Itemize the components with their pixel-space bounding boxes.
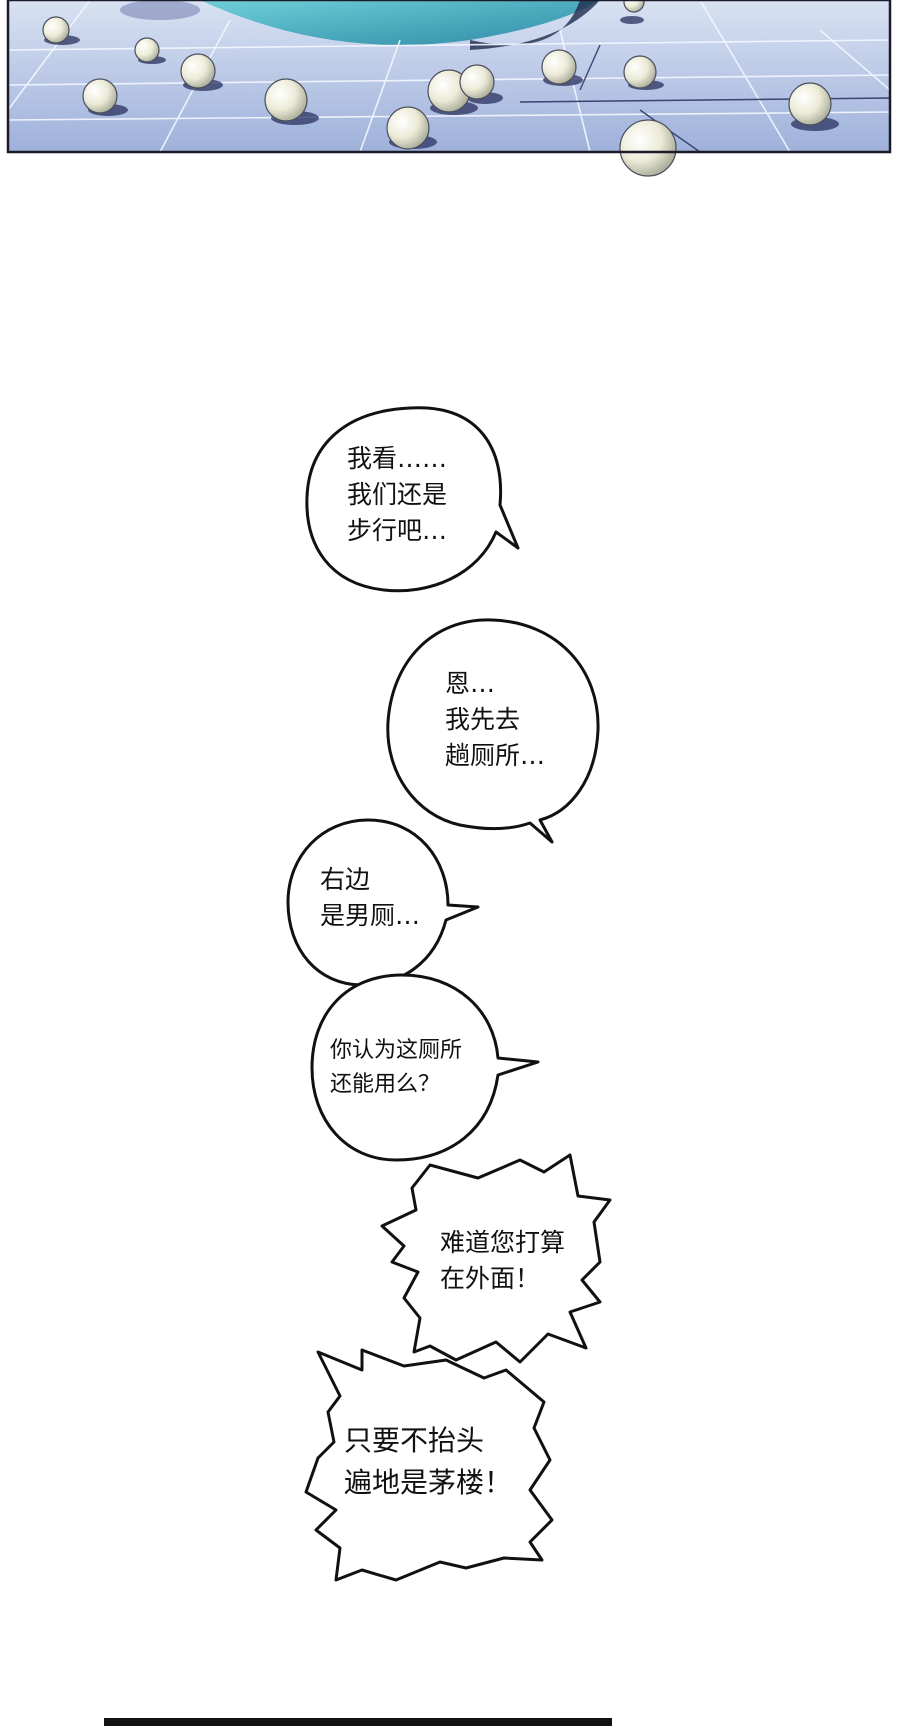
bubble-2-line-1: 恩…: [445, 669, 496, 698]
next-panel-edge: [104, 1718, 612, 1726]
bubble-3-line-2: 是男厕…: [320, 901, 421, 930]
bubble-3-line-1: 右边: [320, 865, 371, 894]
bubble-2-line-3: 趟厕所…: [445, 741, 546, 770]
teal-blob: [200, 0, 600, 45]
speech-bubble-4: [310, 973, 540, 1162]
bubble-1-line-1: 我看……: [347, 444, 448, 473]
bubble-5-line-2: 在外面！: [440, 1264, 541, 1293]
bubble-6-line-1: 只要不抬头: [344, 1424, 485, 1457]
bubble-5-text: 难道您打算 在外面！: [440, 1225, 565, 1297]
speech-bubble-6: [304, 1348, 554, 1582]
top-panel: [6, 0, 892, 177]
speech-bubbles: [286, 406, 612, 1582]
bubble-3-text: 右边 是男厕…: [320, 862, 420, 934]
bubble-6-text: 只要不抬头 遍地是茅楼！: [344, 1420, 512, 1504]
bubble-1-line-3: 步行吧…: [347, 516, 448, 545]
bubble-2-line-2: 我先去: [445, 705, 521, 734]
bubble-1-text: 我看…… 我们还是 步行吧…: [347, 441, 447, 549]
speech-bubble-1: [305, 406, 520, 593]
panel-border: [6, 0, 892, 154]
speech-bubble-2: [386, 618, 600, 844]
pearls: [42, 0, 832, 177]
bubble-6-line-2: 遍地是茅楼！: [344, 1466, 513, 1499]
speech-bubble-5: [380, 1153, 612, 1364]
bubble-2-text: 恩… 我先去 趟厕所…: [445, 666, 545, 774]
bubble-5-line-1: 难道您打算: [440, 1228, 566, 1257]
bubble-4-line-1: 你认为这厕所: [330, 1038, 463, 1063]
bubble-4-line-2: 还能用么？: [330, 1072, 441, 1097]
bubble-4-text: 你认为这厕所 还能用么？: [330, 1034, 462, 1102]
bubble-1-line-2: 我们还是: [347, 480, 448, 509]
